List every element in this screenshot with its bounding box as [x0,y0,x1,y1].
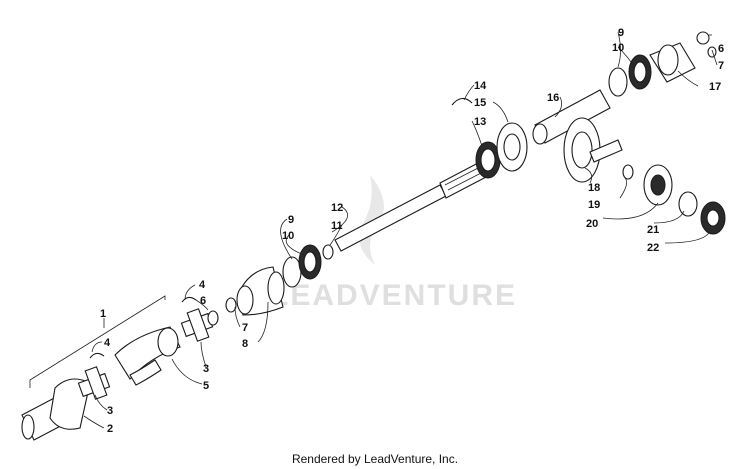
callout-3b: 3 [203,363,209,375]
part-bearing-13 [475,141,501,179]
callout-10a: 10 [282,230,294,242]
callout-16: 16 [547,92,559,104]
part-ring-11 [322,244,334,260]
part-housing-17 [649,42,696,83]
callout-labels: 1 2 3 3 4 4 5 6 6 7 7 8 9 9 10 10 11 12 … [100,27,724,435]
watermark: LEADVENTURE [270,175,517,312]
footer-credit: Rendered by LeadVenture, Inc. [291,452,459,466]
part-coupler [236,266,285,316]
callout-12: 12 [331,202,343,214]
part-washer-7b [707,46,717,58]
part-collar-21 [678,191,698,217]
watermark-flame-icon [359,175,384,265]
part-cap-6a [207,310,219,326]
callout-9a: 9 [288,214,294,226]
callout-18: 18 [588,182,600,194]
callout-14: 14 [474,80,487,92]
callout-6a: 6 [200,295,206,307]
callout-22: 22 [647,242,659,254]
part-bevel-gear-15 [496,122,528,172]
callout-7b: 7 [718,60,724,72]
callout-1: 1 [100,308,106,320]
part-ring-19 [622,164,634,180]
callout-19: 19 [588,199,600,211]
callout-4a: 4 [104,337,111,349]
part-cap-6b [696,31,710,45]
part-cross-3b [180,308,214,342]
callout-20: 20 [586,218,598,230]
part-snap-ring-4b [181,296,197,303]
part-snap-ring-4a [89,352,105,359]
callout-2: 2 [107,423,113,435]
callout-6b: 6 [718,43,724,55]
part-cross-3a [77,366,111,400]
callout-21: 21 [647,224,659,236]
part-shaft-16 [532,89,611,145]
part-bearing-10b [628,54,652,90]
part-washer-7a [225,297,237,313]
callout-11: 11 [331,220,343,232]
part-drive-yoke [21,378,91,441]
watermark-text: LEADVENTURE [270,279,517,312]
leader-lines [29,31,718,429]
callout-17: 17 [709,81,721,93]
callout-9b: 9 [618,27,624,39]
callout-10b: 10 [612,42,624,54]
part-snap-ring-14 [451,97,473,106]
exploded-parts-diagram: LEADVENTURE [21,27,726,441]
part-slip-yoke [114,326,181,386]
callout-3a: 3 [107,405,113,417]
part-bearing-10a [298,244,322,280]
part-bearing-20 [643,164,673,206]
callout-15: 15 [474,97,486,109]
callout-4b: 4 [199,279,206,291]
part-bearing-22 [700,201,726,235]
callout-8: 8 [242,338,248,350]
part-gear-18 [563,117,623,183]
callout-5: 5 [203,380,209,392]
part-seal-9a [282,256,302,288]
part-seal-9b [608,67,628,97]
callout-7a: 7 [242,322,248,334]
callout-13: 13 [474,116,486,128]
main-shaft [334,161,489,252]
